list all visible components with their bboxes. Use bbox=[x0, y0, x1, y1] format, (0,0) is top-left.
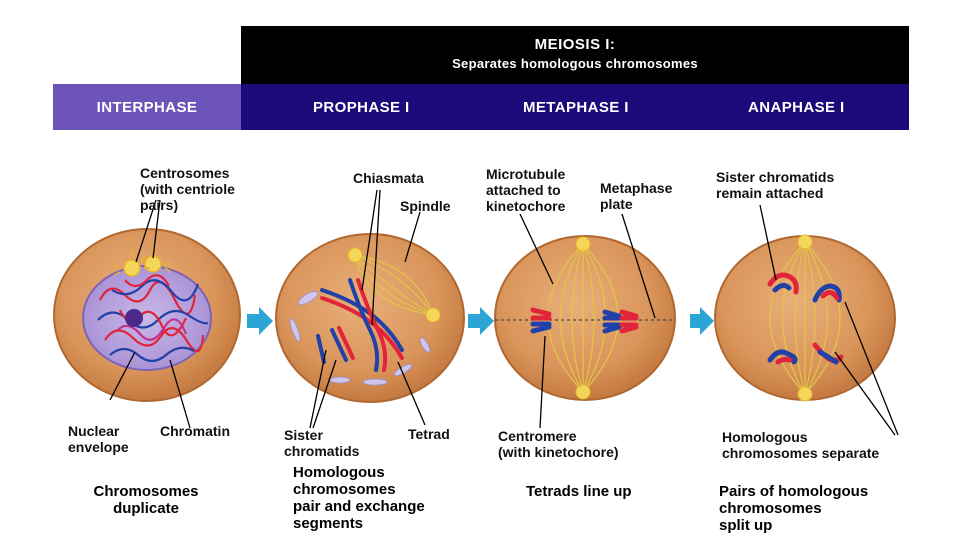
meiosis-header: MEIOSIS I: Separates homologous chromoso… bbox=[241, 26, 909, 84]
label-chiasmata: Chiasmata bbox=[353, 170, 424, 186]
tetrad-pointer bbox=[397, 361, 426, 426]
label-tetrad: Tetrad bbox=[408, 426, 450, 442]
centrosomes-pointer bbox=[135, 199, 161, 263]
label-nuclear-envelope: Nuclear envelope bbox=[68, 423, 129, 455]
nuclear-fragments bbox=[289, 291, 431, 386]
sister-chromatids-pointer bbox=[309, 349, 337, 429]
metaphase-plate-pointer bbox=[621, 213, 656, 319]
centromere-pointer bbox=[539, 335, 546, 429]
separating-chromosomes bbox=[767, 272, 844, 365]
label-centrosomes: Centrosomes (with centriole pairs) bbox=[140, 165, 235, 213]
caption-metaphase: Tetrads line up bbox=[526, 483, 632, 500]
header-subtitle: Separates homologous chromosomes bbox=[452, 56, 698, 71]
sister-attached-pointer bbox=[759, 204, 777, 281]
arrow-icon bbox=[690, 307, 714, 335]
cell-metaphase bbox=[494, 213, 676, 429]
label-metaphase-plate: Metaphase plate bbox=[600, 180, 673, 212]
centrosome-pair bbox=[113, 246, 172, 277]
arrow-icon bbox=[247, 307, 273, 335]
header-title: MEIOSIS I: bbox=[534, 36, 616, 53]
aligned-tetrads bbox=[530, 307, 639, 334]
phase-metaphase-label: METAPHASE I bbox=[523, 98, 629, 116]
microtubule-pointer bbox=[519, 213, 554, 285]
spindle-pointer bbox=[404, 211, 421, 263]
nuclear-envelope-pointer bbox=[109, 351, 136, 401]
cell-anaphase bbox=[714, 204, 899, 436]
nucleolus bbox=[125, 309, 143, 327]
caption-anaphase: Pairs of homologous chromosomes split up bbox=[719, 483, 869, 534]
label-centromere: Centromere (with kinetochore) bbox=[498, 428, 619, 460]
label-chromatin: Chromatin bbox=[160, 423, 230, 439]
phase-anaphase-label: ANAPHASE I bbox=[748, 98, 845, 116]
arrow-icon bbox=[468, 307, 494, 335]
label-spindle: Spindle bbox=[400, 198, 451, 214]
phase-interphase-label: INTERPHASE bbox=[96, 98, 198, 116]
chromatin-pointer bbox=[169, 359, 191, 429]
label-homologous-separate: Homologous chromosomes separate bbox=[722, 429, 880, 461]
label-sister-attached: Sister chromatids remain attached bbox=[716, 169, 835, 201]
label-microtubule: Microtubule attached to kinetochore bbox=[486, 166, 566, 214]
spindle-fibers bbox=[769, 241, 841, 395]
phase-prophase-label: PROPHASE I bbox=[313, 98, 410, 116]
cell-interphase bbox=[53, 199, 241, 429]
chiasmata-pointer bbox=[361, 189, 381, 326]
phase-band-meiosis: PROPHASE I METAPHASE I ANAPHASE I bbox=[241, 84, 909, 130]
caption-prophase: Homologous chromosomes pair and exchange… bbox=[293, 464, 425, 532]
label-sister-chromatids: Sister chromatids bbox=[284, 427, 360, 459]
homologous-separate-pointer bbox=[834, 301, 899, 436]
phase-interphase: INTERPHASE bbox=[53, 84, 241, 130]
caption-interphase: Chromosomes duplicate bbox=[93, 483, 199, 517]
cell-prophase bbox=[275, 189, 465, 429]
